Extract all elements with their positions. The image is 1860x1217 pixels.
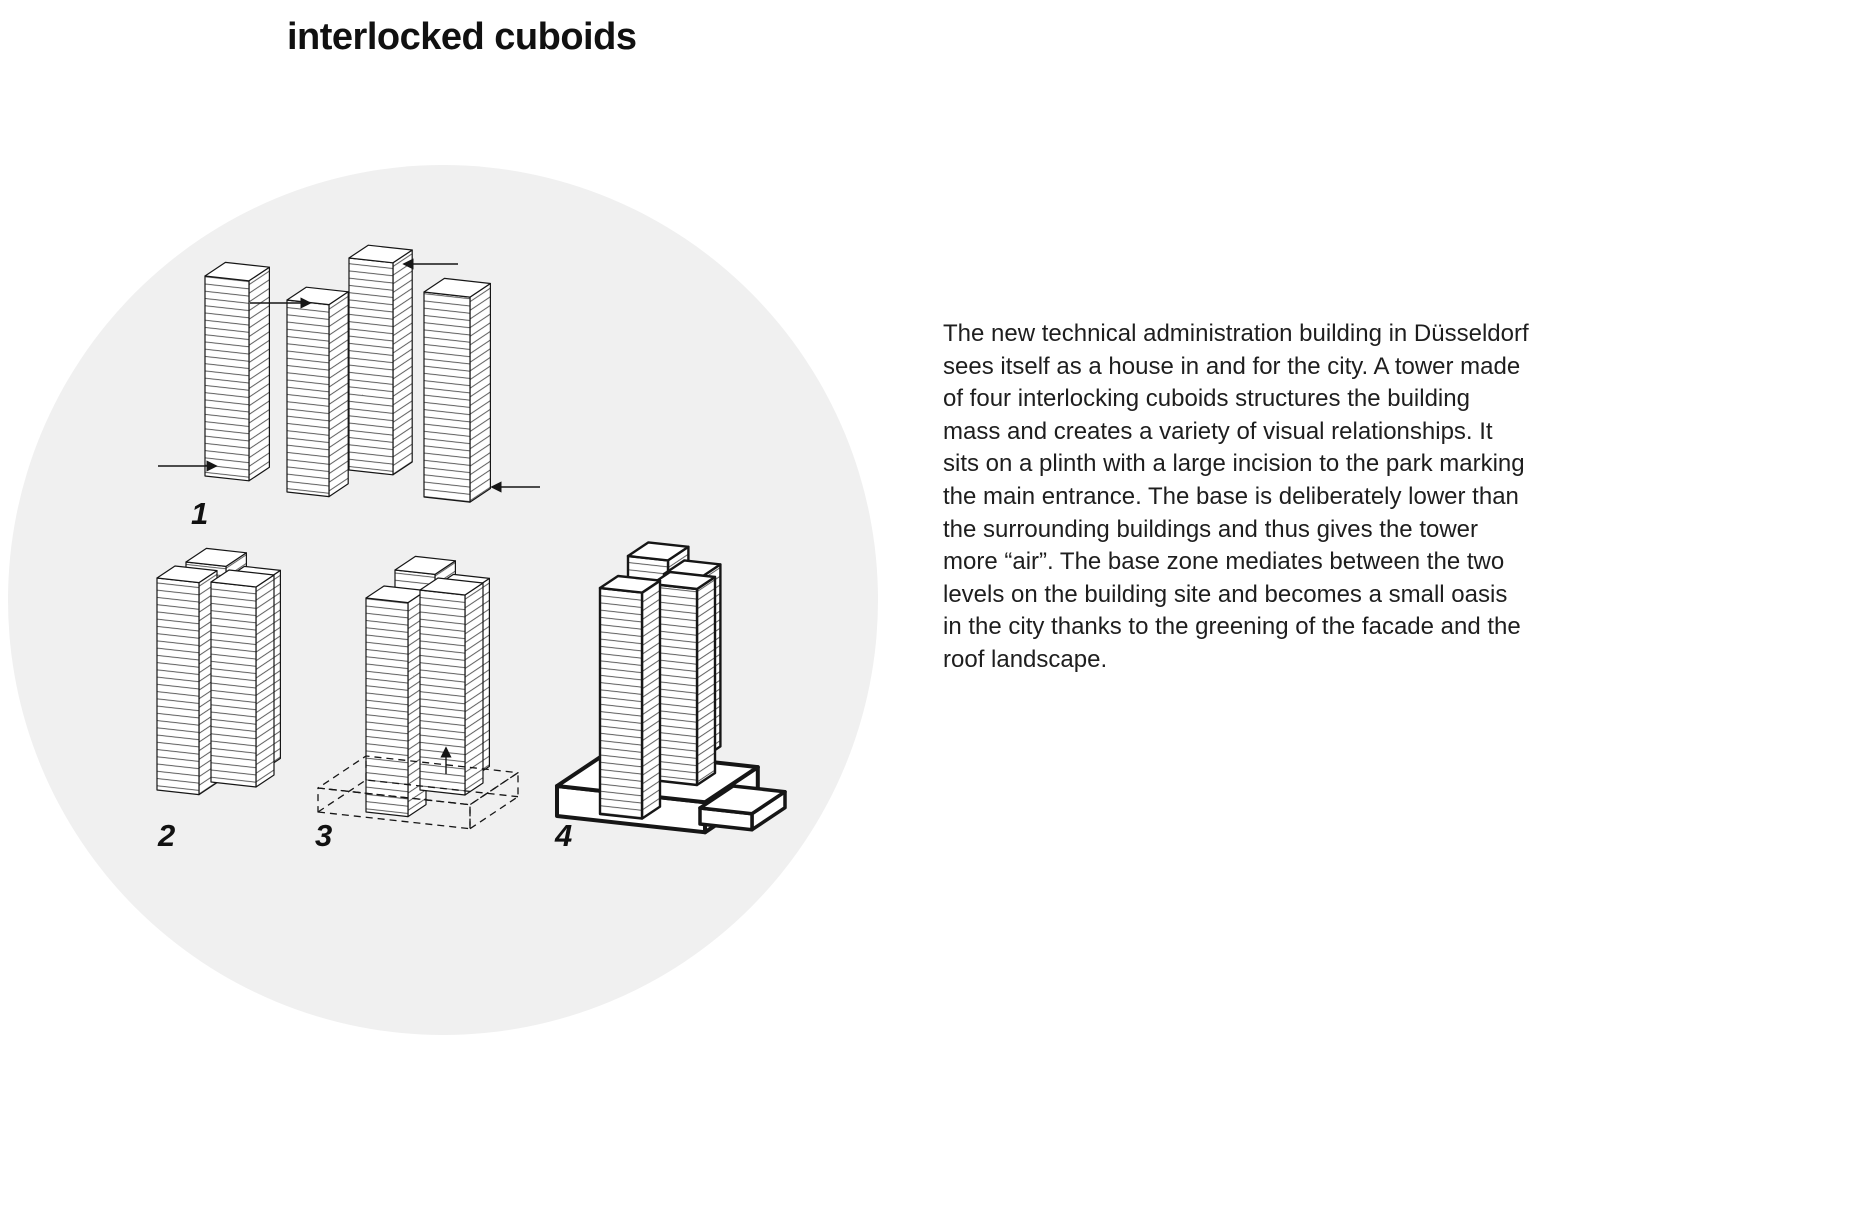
cuboid-face — [317, 755, 519, 806]
diagram-step4-final-building — [555, 541, 787, 835]
cuboid-face — [419, 577, 484, 596]
cuboid-face — [464, 582, 484, 796]
cuboid-face — [695, 575, 717, 787]
concept-diagram: 1 2 3 4 — [8, 165, 878, 1035]
cuboid-face — [365, 597, 409, 818]
step-label-1: 1 — [191, 496, 208, 531]
cuboid-face — [698, 784, 787, 816]
cuboid-face — [204, 261, 270, 282]
cuboid-face — [210, 569, 275, 588]
cuboid-face — [255, 574, 275, 788]
cuboid-face — [598, 586, 644, 820]
dashed-plinth-hidden-edges — [317, 779, 519, 813]
cuboid-face — [626, 541, 690, 562]
cuboid-face — [640, 579, 662, 820]
step-label-4: 4 — [554, 818, 572, 853]
cuboid-face — [598, 574, 662, 594]
diagram-step1-arrows — [158, 258, 540, 493]
cuboid-face — [317, 787, 471, 830]
cuboid-face — [210, 581, 257, 788]
cuboid-face — [423, 291, 471, 503]
cuboid-face — [156, 565, 218, 584]
cuboid-face — [248, 266, 270, 482]
cuboid-face — [392, 249, 413, 476]
cuboid-face — [348, 244, 413, 264]
step-label-2: 2 — [157, 818, 175, 853]
cuboid-face — [423, 277, 491, 298]
cuboid-face — [348, 257, 394, 476]
diagram-step3-plinth-dashed — [317, 555, 519, 830]
cuboid-face — [328, 291, 349, 498]
diagram-step1-cuboids — [204, 244, 491, 503]
page-title: interlocked cuboids — [287, 16, 637, 58]
cuboid-face — [204, 275, 250, 482]
cuboid-face — [394, 555, 456, 576]
cuboid-face — [156, 577, 200, 796]
cuboid-face — [185, 547, 247, 568]
step-label-3: 3 — [315, 818, 332, 853]
cuboid-face — [286, 299, 330, 498]
diagram-step2-cluster — [156, 547, 281, 796]
description-text: The new technical administration buildin… — [943, 320, 1529, 673]
cuboid-face — [650, 570, 717, 591]
cuboid-face — [419, 589, 466, 796]
cuboid-face — [469, 282, 491, 503]
